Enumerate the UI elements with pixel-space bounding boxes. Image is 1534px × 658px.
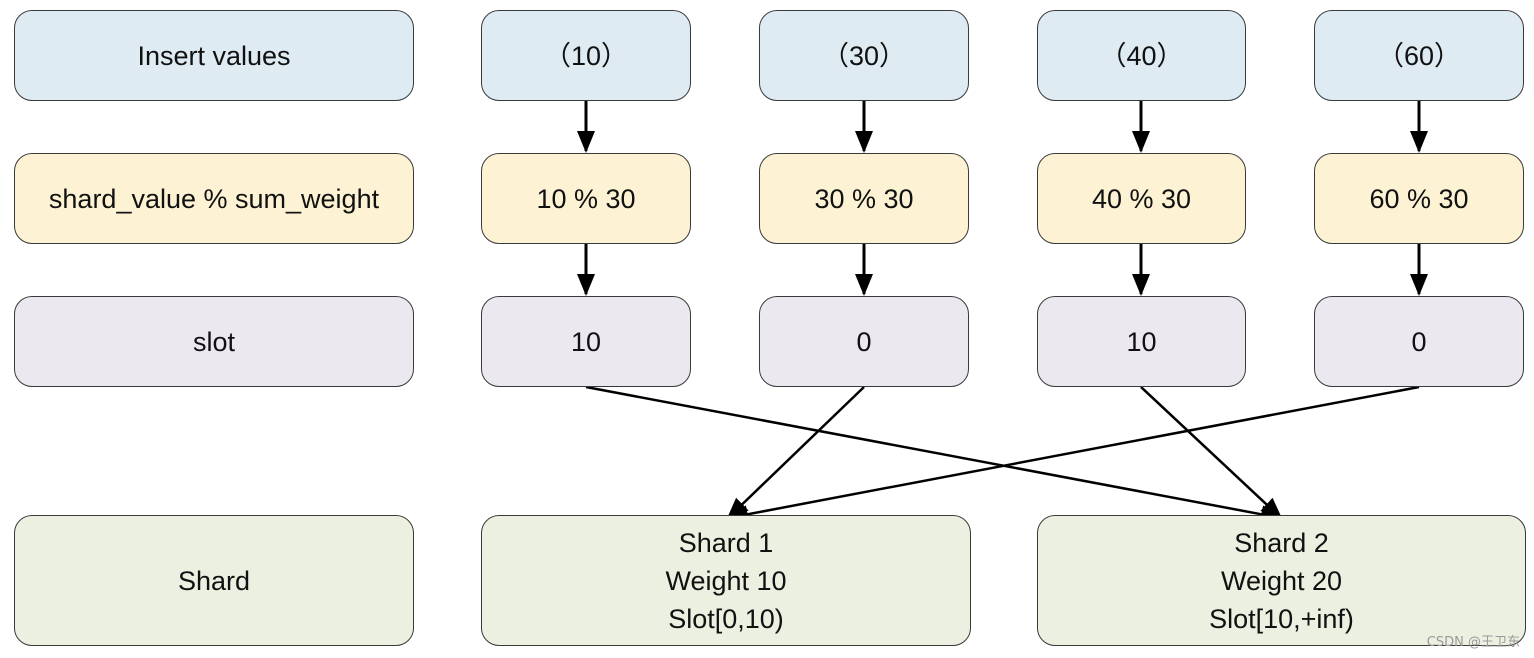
shard-1-details: Shard 1 Weight 10 Slot[0,10) [665,524,786,638]
slot-node-2: 0 [759,296,969,387]
slot-node-3: 10 [1037,296,1246,387]
watermark-text: CSDN @王卫东 [1426,635,1520,650]
modulo-node-2: 30 % 30 [759,153,969,244]
modulo-node-3: 40 % 30 [1037,153,1246,244]
insert-value-node-1: （10） [481,10,691,101]
slot-label-text: slot [192,326,236,357]
modulo-text-1: 10 % 30 [536,183,636,214]
modulo-text-2: 30 % 30 [814,183,914,214]
modulo-text-3: 40 % 30 [1091,183,1192,214]
insert-value-node-2: （30） [759,10,969,101]
slot-text-1: 10 [570,326,602,357]
shard-1-range: Slot[0,10) [668,603,784,634]
slot-label: slot [14,296,414,387]
shard-node-1: Shard 1 Weight 10 Slot[0,10) [481,515,971,646]
modulo-text-4: 60 % 30 [1369,183,1469,214]
insert-values-label-text: Insert values [137,40,291,71]
modulo-node-4: 60 % 30 [1314,153,1524,244]
insert-value-text-4: （60） [1376,40,1462,71]
slot-text-4: 0 [1411,326,1427,357]
slot-node-1: 10 [481,296,691,387]
arrow-slot4-to-shard1 [726,385,1420,524]
shard-label-text: Shard [177,565,251,596]
shard-2-range: Slot[10,+inf) [1209,603,1354,634]
slot-text-3: 10 [1126,326,1157,357]
arrow-slot2-to-shard1 [726,386,865,520]
shard-node-2: Shard 2 Weight 20 Slot[10,+inf) [1037,515,1526,646]
insert-value-text-1: （10） [543,40,629,71]
modulo-node-1: 10 % 30 [481,153,691,244]
insert-value-node-4: （60） [1314,10,1524,101]
insert-value-text-2: （30） [821,40,907,71]
modulo-label-text: shard_value % sum_weight [48,183,380,214]
insert-values-label: Insert values [14,10,414,101]
shard-1-weight: Weight 10 [665,565,787,596]
arrow-slot3-to-shard2 [1140,386,1283,520]
shard-2-details: Shard 2 Weight 20 Slot[10,+inf) [1209,524,1354,638]
shard-1-name: Shard 1 [678,527,774,558]
shard-2-weight: Weight 20 [1220,565,1343,596]
slot-node-4: 0 [1314,296,1524,387]
modulo-label: shard_value % sum_weight [14,153,414,244]
arrow-slot1-to-shard2 [585,385,1283,524]
shard-label: Shard [14,515,414,646]
shard-2-name: Shard 2 [1234,527,1329,558]
insert-value-node-3: （40） [1037,10,1246,101]
insert-value-text-3: （40） [1099,40,1184,71]
slot-text-2: 0 [856,326,872,357]
